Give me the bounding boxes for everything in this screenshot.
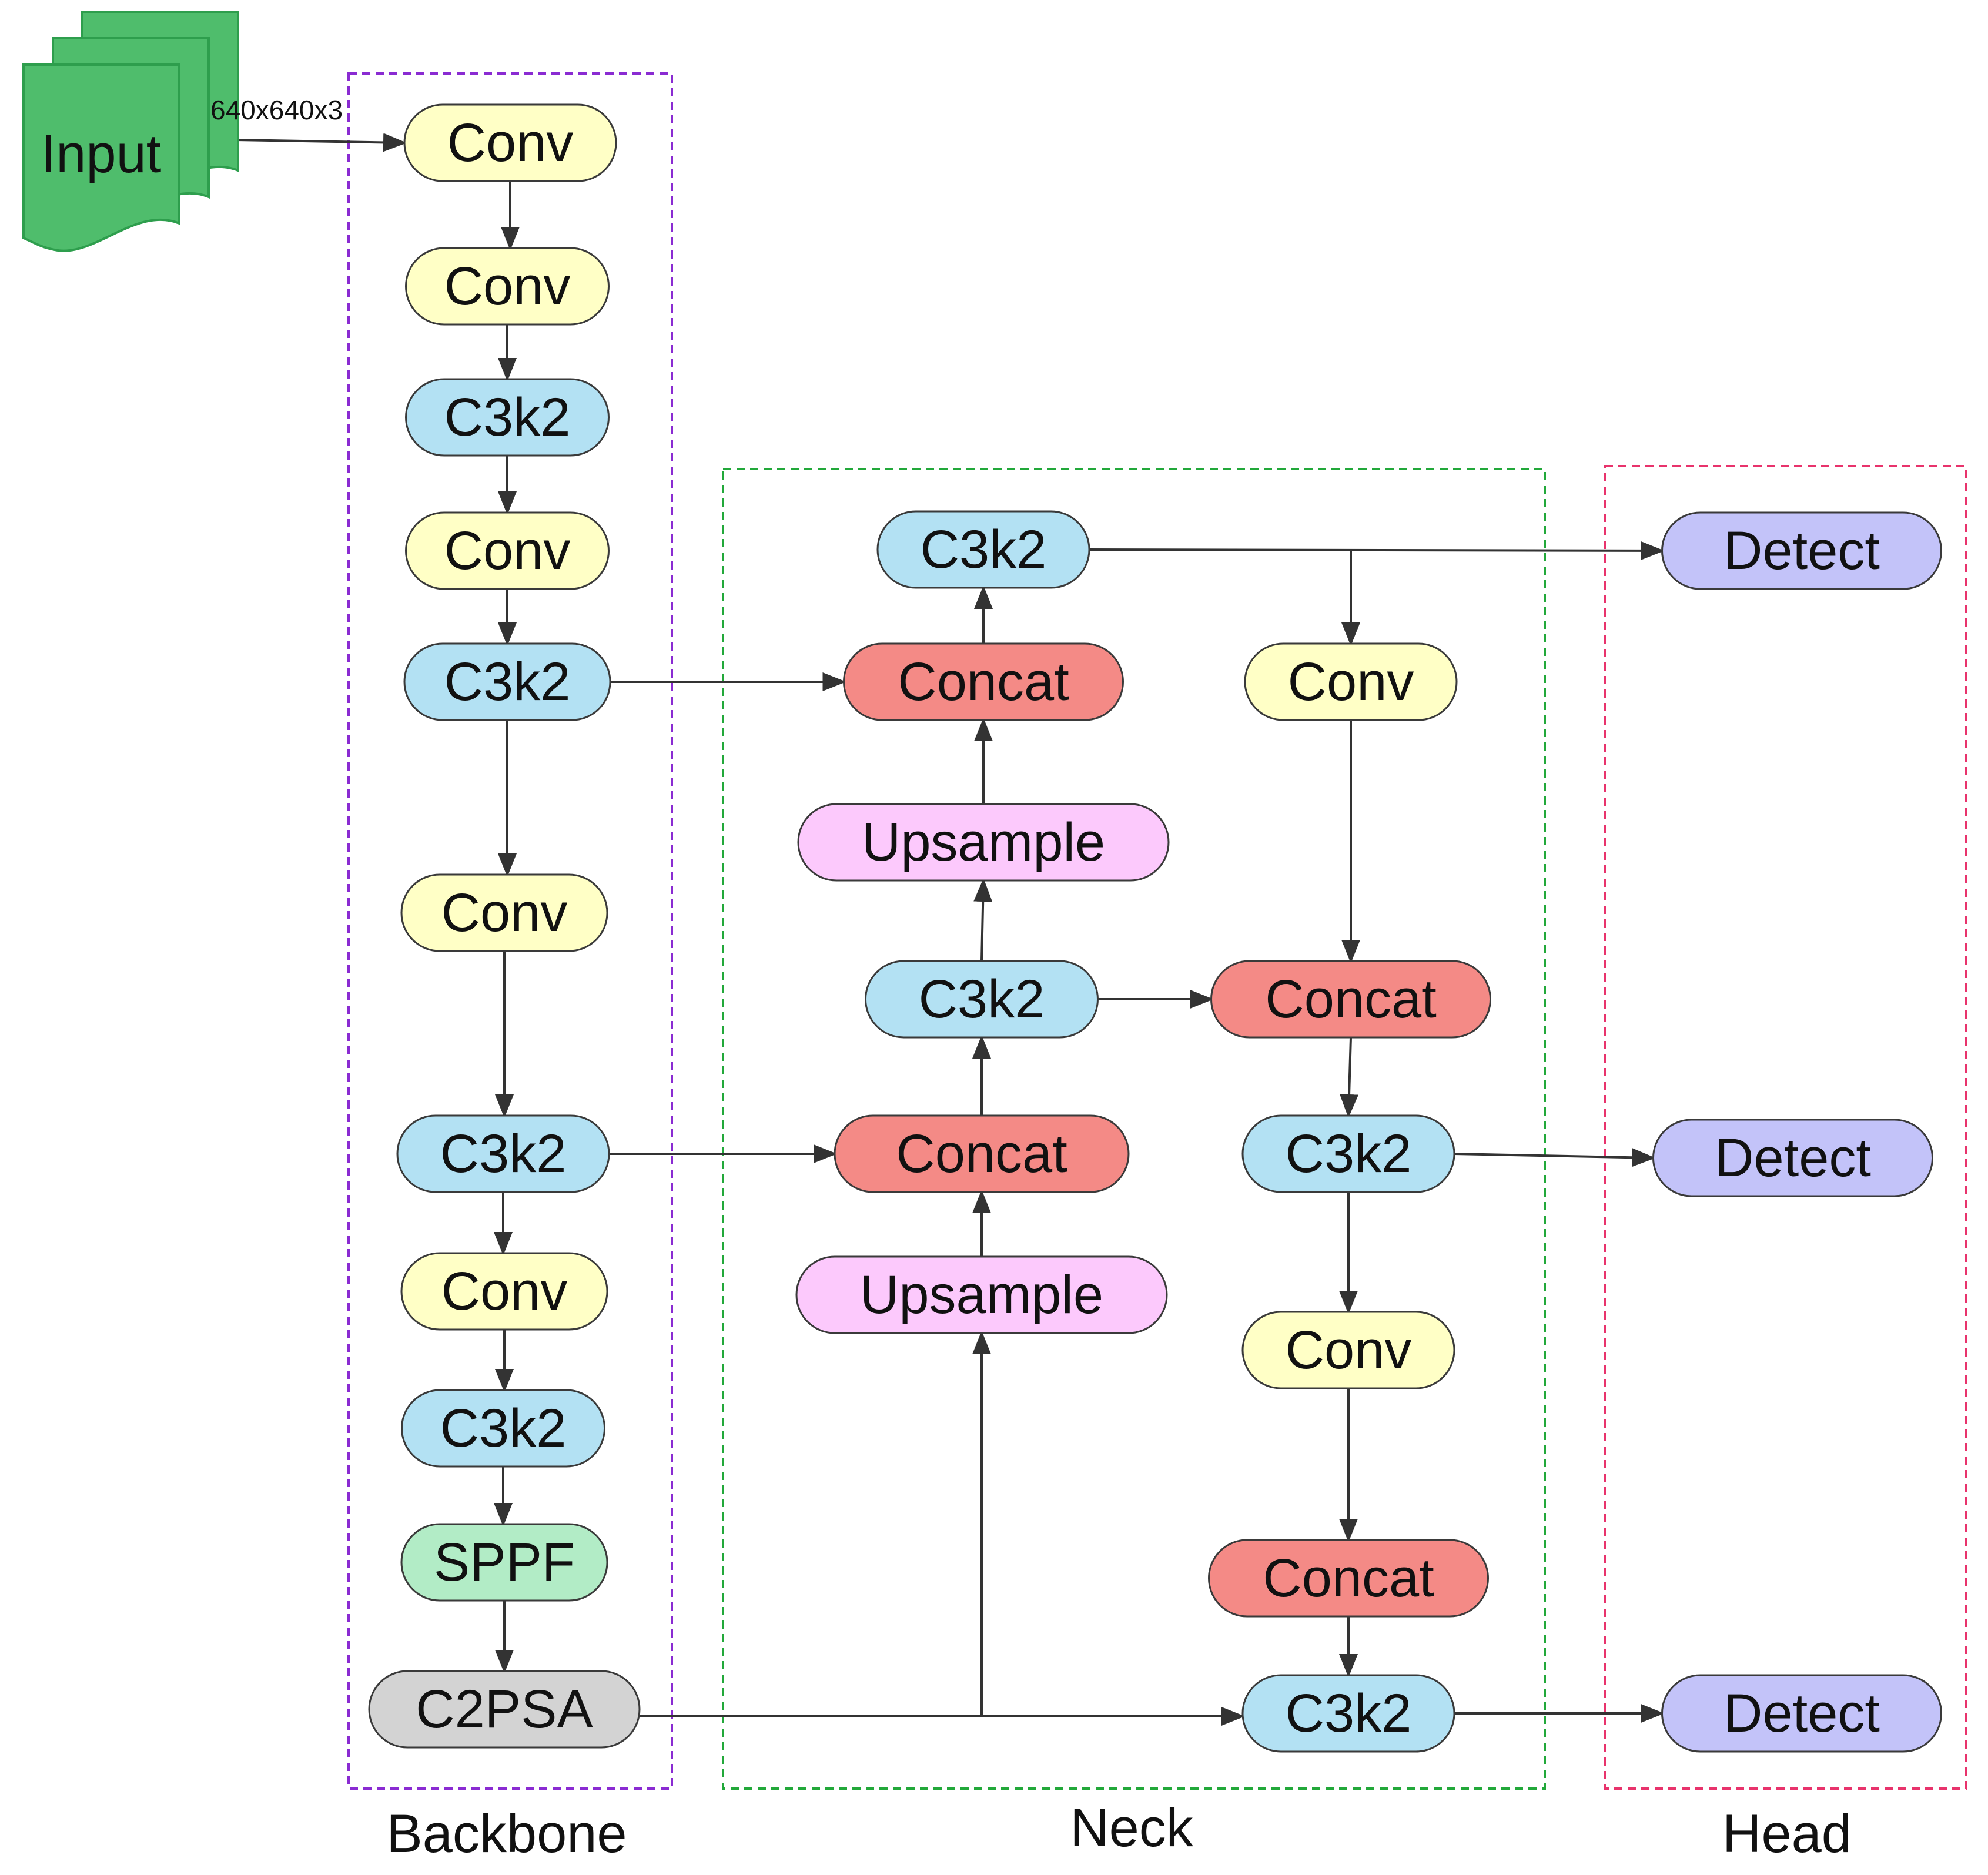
node-label: Detect: [1723, 1683, 1880, 1743]
node-c3k2-n4: C3k2: [865, 960, 1099, 1039]
node-c3k2-b7: C3k2: [396, 1114, 610, 1193]
node-box: [865, 960, 1099, 1039]
edges: [202, 133, 1665, 1726]
node-box: [1652, 1119, 1933, 1197]
input-icon: Input: [22, 11, 239, 252]
node-c3k2-b5: C3k2: [403, 642, 611, 721]
edge-n4-n3: [973, 878, 993, 962]
node-label: Upsample: [862, 812, 1105, 872]
node-box: [400, 873, 608, 952]
node-upsample-n3: Upsample: [797, 803, 1170, 882]
node-label: C3k2: [919, 969, 1045, 1029]
node-label: C3k2: [1286, 1124, 1412, 1184]
node-label: Detect: [1715, 1128, 1871, 1188]
node-conv-b6: Conv: [400, 873, 608, 952]
node-c3k2-n1: C3k2: [876, 510, 1090, 589]
node-label: Concat: [1265, 969, 1437, 1029]
node-label: C3k2: [444, 387, 571, 447]
node-box: [400, 1252, 608, 1331]
group-boxes: [347, 72, 1967, 1790]
node-conv-b8: Conv: [400, 1252, 608, 1331]
edge-n9-h2: [1454, 1148, 1656, 1167]
group-box-backbone: [347, 72, 673, 1790]
group-box-head: [1604, 465, 1967, 1790]
group-label-backbone: Backbone: [386, 1804, 627, 1864]
node-label: Conv: [441, 883, 568, 943]
node-box: [401, 1389, 605, 1468]
input-page-3: [22, 63, 180, 252]
input-label: Input: [41, 124, 162, 184]
node-label: C3k2: [921, 520, 1047, 580]
edge-n8-n9: [1340, 1037, 1359, 1118]
node-label: Conv: [1286, 1320, 1412, 1380]
node-label: Conv: [447, 113, 574, 173]
node-concat-n2: Concat: [843, 642, 1124, 721]
node-label: Concat: [898, 652, 1069, 712]
node-concat-n11: Concat: [1208, 1539, 1489, 1618]
node-label: Upsample: [860, 1265, 1103, 1325]
node-box: [396, 1114, 610, 1193]
node-label: C3k2: [444, 652, 571, 712]
node-box: [405, 511, 610, 590]
node-c3k2-n9: C3k2: [1241, 1114, 1455, 1193]
node-detect-h2: Detect: [1652, 1119, 1933, 1197]
node-label: Concat: [896, 1124, 1067, 1184]
node-box: [405, 247, 610, 326]
node-detect-h3: Detect: [1661, 1674, 1942, 1753]
group-box-neck: [722, 468, 1546, 1790]
node-label: C3k2: [440, 1398, 567, 1458]
node-box: [405, 378, 610, 457]
node-conv-b2: Conv: [405, 247, 610, 326]
node-concat-n5: Concat: [834, 1114, 1130, 1193]
node-label: Conv: [1288, 652, 1414, 712]
nodes: ConvConvC3k2ConvC3k2ConvC3k2ConvC3k2SPPF…: [368, 103, 1942, 1753]
node-box: [797, 803, 1170, 882]
node-box: [1241, 1311, 1455, 1389]
node-box: [843, 642, 1124, 721]
node-box: [368, 1670, 641, 1749]
node-c2psa-b11: C2PSA: [368, 1670, 641, 1749]
node-label: Conv: [444, 521, 571, 581]
node-box: [403, 103, 617, 182]
node-box: [1210, 960, 1491, 1039]
node-box: [1208, 1539, 1489, 1618]
node-label: SPPF: [434, 1532, 575, 1592]
node-label: Conv: [444, 256, 571, 316]
node-box: [1661, 511, 1942, 590]
input-size-label: 640x640x3: [210, 95, 343, 125]
node-c3k2-b9: C3k2: [401, 1389, 605, 1468]
node-box: [1244, 642, 1458, 721]
node-conv-n7: Conv: [1244, 642, 1458, 721]
node-label: Concat: [1263, 1548, 1434, 1608]
node-upsample-n6: Upsample: [795, 1255, 1168, 1334]
group-label-head: Head: [1722, 1804, 1852, 1864]
edge-n1-h1: [1089, 541, 1665, 560]
node-c3k2-b3: C3k2: [405, 378, 610, 457]
node-box: [403, 642, 611, 721]
node-label: C3k2: [440, 1124, 567, 1184]
node-box: [876, 510, 1090, 589]
node-concat-n8: Concat: [1210, 960, 1491, 1039]
node-conv-n10: Conv: [1241, 1311, 1455, 1389]
node-box: [1661, 1674, 1942, 1753]
node-detect-h1: Detect: [1661, 511, 1942, 590]
node-label: C2PSA: [416, 1679, 593, 1739]
node-box: [795, 1255, 1168, 1334]
node-sppf-b10: SPPF: [400, 1523, 608, 1602]
node-box: [1241, 1674, 1455, 1753]
node-box: [834, 1114, 1130, 1193]
node-c3k2-n12: C3k2: [1241, 1674, 1455, 1753]
group-label-neck: Neck: [1070, 1798, 1194, 1858]
node-conv-b4: Conv: [405, 511, 610, 590]
node-label: Conv: [441, 1261, 568, 1321]
node-label: Detect: [1723, 521, 1880, 581]
node-box: [1241, 1114, 1455, 1193]
node-conv-b1: Conv: [403, 103, 617, 182]
node-label: C3k2: [1286, 1683, 1412, 1743]
node-box: [400, 1523, 608, 1602]
